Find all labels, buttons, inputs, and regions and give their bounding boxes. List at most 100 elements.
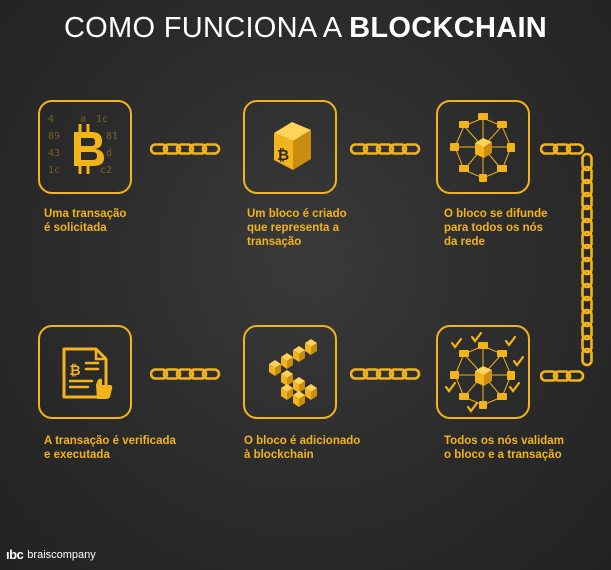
brand-logo: ıbc braiscompany	[6, 547, 96, 562]
step-4-caption: Todos os nós validam o bloco e a transaç…	[444, 434, 611, 462]
bitcoin-block-icon: ₿	[274, 122, 311, 170]
block-cube	[293, 377, 305, 393]
step-1-tile: 4 a 1c 89 81 43 d 1c c2	[38, 100, 132, 194]
caption-line: O bloco se difunde	[444, 208, 548, 220]
step-5-caption: O bloco é adicionado à blockchain	[244, 434, 414, 462]
step-5-tile	[243, 325, 337, 419]
caption-line: o bloco e a transação	[444, 449, 562, 461]
caption-line: é solicitada	[44, 222, 107, 234]
svg-text:₿: ₿	[69, 363, 80, 379]
chain-link	[581, 152, 593, 172]
verified-document-icon: ₿	[62, 347, 113, 399]
chain-link	[201, 368, 221, 380]
caption-line: A transação é verificada	[44, 435, 176, 447]
caption-line: Um bloco é criado	[247, 208, 347, 220]
chain-link	[581, 334, 593, 354]
step-2-caption: Um bloco é criado que representa a trans…	[247, 207, 417, 249]
chain-link	[565, 143, 585, 155]
chain-link	[150, 143, 169, 155]
page-title: COMO FUNCIONA A BLOCKCHAIN	[0, 12, 611, 45]
svg-text:₿: ₿	[277, 146, 289, 164]
network-icon	[450, 113, 515, 182]
caption-line: Todos os nós validam	[444, 435, 564, 447]
svg-text:1c: 1c	[48, 165, 60, 176]
chain-link	[581, 204, 593, 224]
chain-link	[552, 143, 572, 155]
chain-connector-3-4	[540, 143, 593, 382]
chain-link	[581, 269, 593, 289]
step-6-tile: ₿	[38, 325, 132, 419]
caption-line: e executada	[44, 449, 110, 461]
svg-text:43: 43	[48, 148, 60, 159]
chain-link	[162, 143, 182, 155]
logo-mark: ıbc	[6, 547, 24, 562]
block-cube	[281, 384, 293, 400]
chain-connector-5-4	[350, 368, 421, 380]
chain-link	[175, 143, 195, 155]
chain-link	[162, 368, 182, 380]
step-6-caption: A transação é verificada e executada	[44, 434, 214, 462]
caption-line: para todos os nós	[444, 222, 544, 234]
stacked-blocks-icon	[269, 339, 317, 407]
block-cube	[293, 346, 305, 362]
block-cube	[269, 360, 281, 376]
caption-line: Uma transação	[44, 208, 127, 220]
chain-link	[581, 178, 593, 198]
caption-line: O bloco é adicionado	[244, 435, 361, 447]
svg-text:81: 81	[106, 131, 118, 142]
chain-link	[362, 368, 382, 380]
chain-link	[581, 321, 593, 341]
chain-link	[581, 347, 593, 367]
svg-text:1c: 1c	[96, 114, 108, 125]
chain-link	[188, 143, 208, 155]
caption-line: transação	[247, 236, 302, 248]
chain-link	[350, 368, 369, 380]
logo-name: braiscompany	[27, 548, 96, 561]
chain-link	[401, 143, 421, 155]
chain-link	[375, 368, 395, 380]
chain-link	[565, 370, 585, 382]
block-cube	[305, 384, 317, 400]
block-cube	[305, 339, 317, 355]
caption-line: da rede	[444, 236, 485, 248]
chain-link	[375, 143, 395, 155]
chain-link	[581, 165, 593, 185]
title-light: COMO FUNCIONA A	[63, 12, 341, 44]
svg-text:a: a	[80, 114, 86, 125]
chain-link	[552, 370, 572, 382]
chain-connector-1-2	[150, 143, 221, 155]
chain-link	[150, 368, 169, 380]
title-bold: BLOCKCHAIN	[349, 12, 548, 44]
svg-text:4: 4	[48, 114, 54, 125]
chain-link	[175, 368, 195, 380]
svg-text:d: d	[106, 148, 112, 159]
chain-connector-2-3	[350, 143, 421, 155]
chain-link	[362, 143, 382, 155]
chain-link	[581, 295, 593, 315]
chain-link	[581, 217, 593, 237]
chain-link	[581, 308, 593, 328]
step-3-tile	[436, 100, 530, 194]
chain-link	[188, 368, 208, 380]
chain-link	[540, 370, 559, 382]
chain-link	[581, 191, 593, 211]
svg-text:c2: c2	[100, 165, 112, 176]
bitcoin-code-icon: 4 a 1c 89 81 43 d 1c c2	[48, 114, 118, 176]
caption-line: que representa a	[247, 222, 340, 234]
chain-link	[401, 368, 421, 380]
svg-text:89: 89	[48, 131, 60, 142]
chain-link	[388, 143, 408, 155]
chain-link	[581, 243, 593, 263]
chain-link	[388, 368, 408, 380]
chain-link	[581, 282, 593, 302]
network-validate-icon	[444, 331, 525, 413]
chain-link	[581, 256, 593, 276]
step-2-tile: ₿	[243, 100, 337, 194]
step-3-caption: O bloco se difunde para todos os nós da …	[444, 207, 611, 249]
step-1-caption: Uma transação é solicitada	[44, 207, 214, 235]
chain-link	[540, 143, 559, 155]
chain-link	[350, 143, 369, 155]
chain-link	[581, 230, 593, 250]
chain-connector-6-5	[150, 368, 221, 380]
block-cube	[281, 353, 293, 369]
